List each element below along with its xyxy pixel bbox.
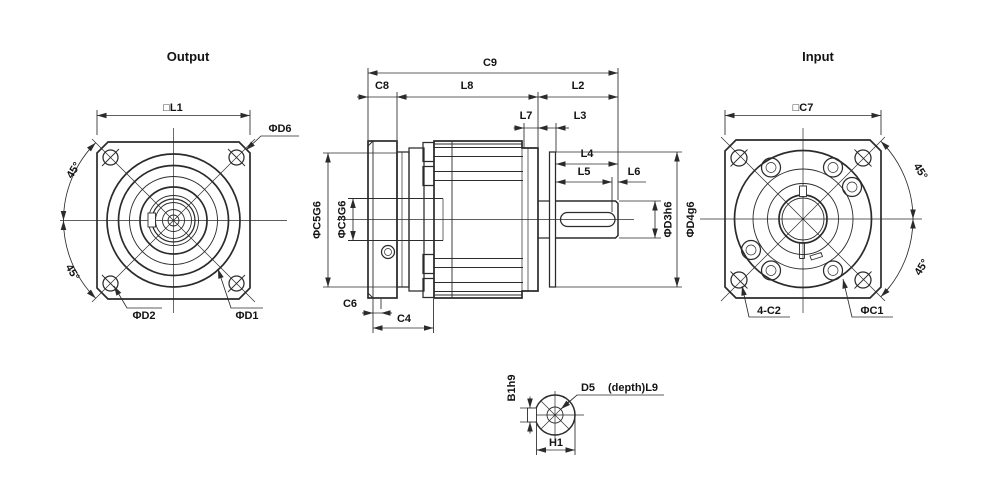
output-angle-arc-lower: [60, 220, 97, 299]
side-body-outline: [433, 140, 539, 299]
dim-label-c9: C9: [483, 57, 497, 69]
output-centerlines: [60, 128, 287, 313]
input-hub-keyway-notch: [799, 185, 807, 197]
leader-d6: [245, 135, 299, 151]
output-bore-keyway: [147, 212, 156, 228]
output-view: Output □L1: [60, 49, 299, 322]
input-angle-arc-lower: [880, 218, 916, 298]
leader-d5: [560, 394, 664, 410]
output-view-title: Output: [167, 49, 210, 64]
input-view-title: Input: [802, 49, 834, 64]
dim-label-c3: ΦC3G6: [337, 201, 349, 239]
dim-l7: [523, 123, 538, 148]
dim-label-l2: L2: [572, 80, 585, 92]
input-angle-upper-label: 45°: [911, 161, 930, 181]
dim-label-l6: L6: [628, 166, 641, 178]
dim-label-c2: 4-C2: [757, 305, 781, 317]
output-corner-holes: [101, 148, 246, 293]
dim-label-l9: (depth)L9: [608, 382, 658, 394]
input-angle-lower-label: 45°: [912, 257, 931, 277]
dim-c8: [368, 92, 398, 140]
dim-label-l5: L5: [578, 166, 591, 178]
dim-label-c4: C4: [397, 313, 412, 325]
dim-c9-extensions: [367, 68, 619, 200]
side-flange-details: [367, 140, 374, 299]
output-flange-outline: [96, 141, 251, 300]
leader-c2: [741, 285, 790, 318]
leader-c1: [842, 278, 893, 318]
input-centerlines: [700, 128, 922, 313]
dim-label-d3: ΦD3h6: [663, 202, 675, 238]
dim-label-d4: ΦD4g6: [685, 202, 697, 238]
dim-label-d5: D5: [581, 382, 595, 394]
dim-label-l8: L8: [461, 80, 474, 92]
dim-label-c5: ΦC5G6: [312, 201, 324, 239]
dim-label-b1: B1h9: [506, 375, 518, 402]
dim-b1-extensions: [520, 407, 528, 423]
leader-d2: [113, 285, 162, 309]
dim-c5-extensions: [323, 152, 397, 288]
dim-l3: [538, 123, 557, 152]
input-clamp-screw-mark: [809, 251, 824, 261]
side-view: C9 C8 L8 L2 L7 L3 L4 L5 L6 ΦC5G6 ΦC3G6: [312, 57, 697, 333]
shaft-section-view: B1h9 H1 D5 (depth)L9: [506, 375, 664, 455]
dim-c6-c4-extensions: [372, 299, 434, 333]
side-ring: [408, 147, 425, 292]
dim-label-l3: L3: [574, 110, 587, 122]
side-shaft-root: [538, 200, 550, 239]
dim-label-l7: L7: [520, 110, 533, 122]
section-keyway: [527, 407, 537, 423]
input-corner-holes: [730, 149, 872, 289]
side-shaft-keyway: [559, 211, 616, 228]
output-angle-arc-upper: [60, 142, 97, 221]
dim-label-l4: L4: [581, 148, 595, 160]
output-angle-lower-label: 45°: [63, 262, 82, 282]
dim-label-l1: □L1: [163, 102, 182, 114]
input-bolt-holes: [740, 157, 863, 281]
dim-label-c7: □C7: [793, 102, 814, 114]
side-pilot-disc: [548, 151, 557, 288]
side-bolt-heads: [422, 141, 435, 299]
output-angle-upper-label: 45°: [64, 160, 83, 180]
input-view: Input □C7: [700, 49, 931, 318]
leader-d1: [217, 268, 263, 309]
dim-label-d6: ΦD6: [268, 123, 291, 135]
output-concentric-circles: [106, 153, 241, 288]
input-clamp-slit: [799, 243, 805, 259]
side-body-internals: [348, 141, 529, 298]
dim-label-h1: H1: [549, 437, 563, 449]
side-output-shaft: [555, 200, 619, 239]
dim-label-c1: ΦC1: [860, 305, 883, 317]
dim-label-c8: C8: [375, 80, 389, 92]
dim-d4-extensions: [556, 151, 682, 288]
section-centerlines: [529, 391, 584, 440]
dim-label-c6: C6: [343, 298, 357, 310]
input-angle-arc-upper: [880, 140, 916, 220]
dim-label-d2: ΦD2: [132, 310, 155, 322]
dim-label-d1: ΦD1: [235, 310, 258, 322]
section-tap-hole: [546, 406, 564, 424]
